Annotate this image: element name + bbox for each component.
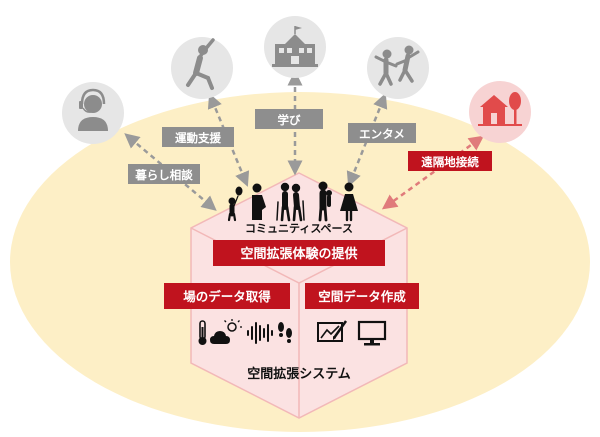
service-icon-learning [264,16,326,78]
child-with-balloon-icon [227,186,243,222]
system-label: 空間拡張システム [247,366,351,382]
monitor-icon [357,320,387,346]
remote-icon-circle [469,81,531,143]
thermometer-icon [198,320,207,345]
community-space-label: コミュニティスペース [245,222,353,235]
elderly-couple-icon [276,182,305,222]
exercising-person-icon [186,38,215,90]
drawing-tablet-icon [317,320,348,342]
arrow-remote-connection [381,135,485,210]
output-icons [317,320,387,346]
acquire-label-box: 場のデータ取得 [164,283,290,309]
headset-person-icon [78,88,108,131]
service-label-living-consult: 暮らし相談 [128,164,200,184]
footprints-icon [278,322,292,343]
create-label-box: 空間データ作成 [305,283,419,309]
service-label-learning: 学び [255,109,323,129]
service-icon-living-consult [62,82,124,144]
arrow-exercise-support [207,93,250,187]
people-group [227,181,358,222]
sensor-icons [198,319,292,345]
service-icon-entertainment [367,37,429,99]
weather-icon [210,319,242,344]
pregnant-woman-icon [252,183,266,220]
service-label-text: エンタメ [359,127,405,141]
parent-with-child-icon [318,181,332,222]
house-with-tree-icon [478,92,522,126]
school-building-icon [272,26,318,67]
service-label-exercise-support: 運動支援 [162,127,234,147]
service-label-entertainment: エンタメ [348,123,416,143]
experience-label-text: 空間拡張体験の提供 [240,246,357,262]
service-label-text: 運動支援 [175,131,221,145]
remote-label-text: 遠隔地接続 [421,155,479,169]
service-icon-exercise-support [171,37,233,99]
dancing-people-icon [374,45,420,86]
create-label-text: 空間データ作成 [318,289,406,304]
experience-label-box: 空間拡張体験の提供 [213,240,385,266]
service-label-text: 学び [278,113,301,127]
service-label-text: 暮らし相談 [134,168,193,182]
remote-label: 遠隔地接続 [408,151,492,171]
sound-wave-icon [247,322,273,344]
woman-icon [340,182,358,222]
acquire-label-text: 場のデータ取得 [183,289,271,304]
